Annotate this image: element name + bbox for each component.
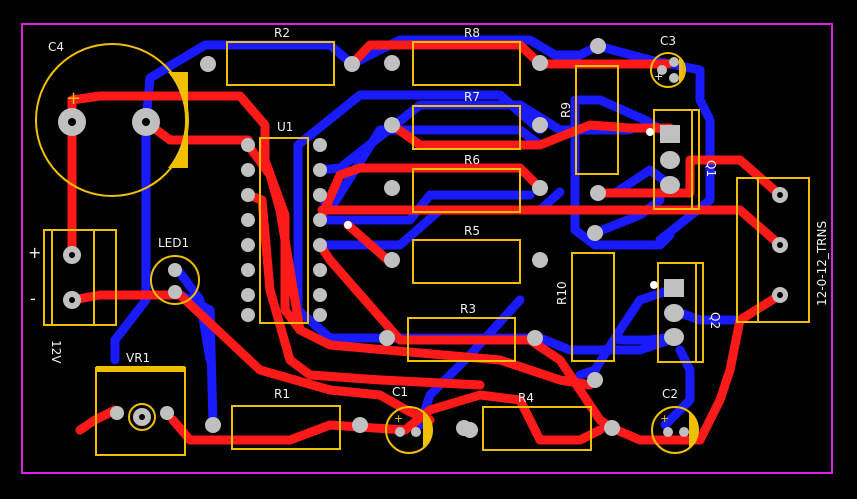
label-c1: C1 bbox=[392, 385, 408, 399]
label-c3-plus: + bbox=[654, 70, 663, 83]
label-pwr-plus: + bbox=[28, 243, 41, 262]
label-r2: R2 bbox=[274, 26, 290, 40]
label-c4: C4 bbox=[48, 40, 64, 54]
label-r6: R6 bbox=[464, 153, 480, 167]
label-c4-plus: + bbox=[66, 88, 81, 109]
label-q1: Q1 bbox=[704, 160, 718, 177]
label-r5: R5 bbox=[464, 224, 480, 238]
label-trns: 12-0-12_TRNS bbox=[815, 221, 829, 306]
label-r8: R8 bbox=[464, 26, 480, 40]
labels: C4 + R2 R8 C3 + U1 R7 R6 R5 R3 R1 R4 C1 … bbox=[28, 26, 829, 425]
label-c1-plus: + bbox=[394, 412, 403, 425]
label-r10: R10 bbox=[555, 281, 569, 305]
label-r7: R7 bbox=[464, 90, 480, 104]
label-vr1: VR1 bbox=[126, 351, 150, 365]
label-c2-plus: + bbox=[660, 412, 669, 425]
label-r4: R4 bbox=[518, 391, 534, 405]
label-r9: R9 bbox=[559, 102, 573, 118]
label-q2: Q2 bbox=[708, 312, 722, 329]
board-outline bbox=[21, 23, 833, 474]
label-12v: 12V bbox=[49, 340, 63, 364]
label-r1: R1 bbox=[274, 387, 290, 401]
silkscreen-fill bbox=[96, 58, 698, 448]
label-led1: LED1 bbox=[158, 236, 189, 250]
pads bbox=[58, 38, 788, 438]
label-u1: U1 bbox=[277, 120, 293, 134]
pad-holes bbox=[68, 118, 783, 420]
label-c2: C2 bbox=[662, 387, 678, 401]
label-pwr-minus: - bbox=[30, 289, 36, 308]
label-r3: R3 bbox=[460, 302, 476, 316]
label-c3: C3 bbox=[660, 34, 676, 48]
